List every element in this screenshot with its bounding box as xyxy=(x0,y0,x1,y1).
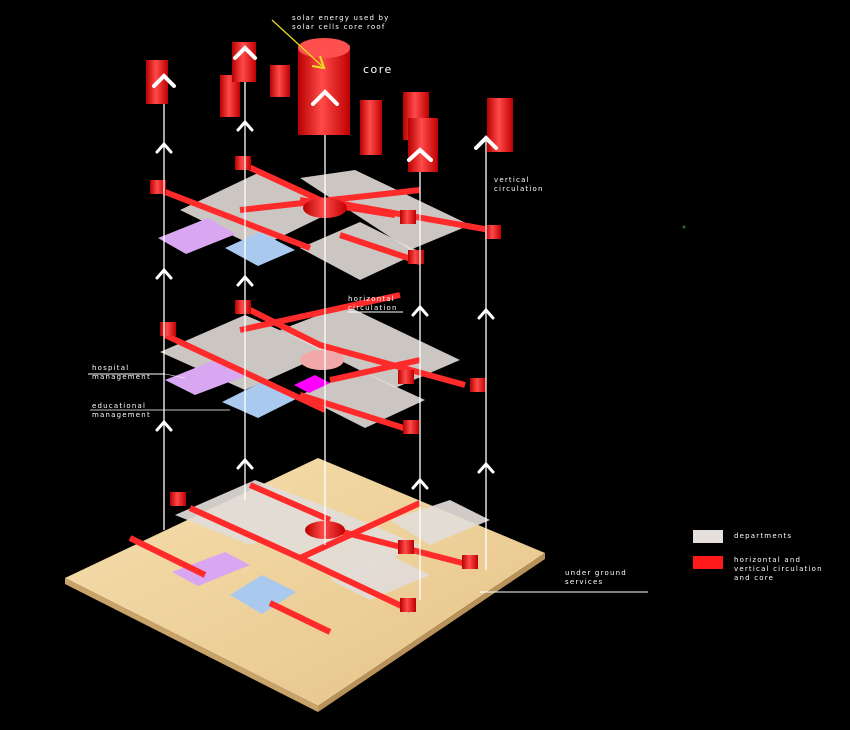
up-arrow-icon xyxy=(407,147,433,162)
up-arrow-icon xyxy=(152,73,176,88)
vertical-circulation-node xyxy=(170,492,186,506)
educational-zone xyxy=(222,382,298,418)
horizontal-circulation-label: Horizontal circulation xyxy=(348,295,398,313)
roof-arrows xyxy=(152,45,498,162)
hospital-label: Hospital management xyxy=(92,364,151,382)
vertical-circulation-node xyxy=(470,378,486,392)
underground-label: Under ground services xyxy=(565,569,627,587)
legend-circulation-line2: vertical circulation xyxy=(734,565,823,573)
magenta-zone xyxy=(294,375,330,393)
vertical-label-line2: circulation xyxy=(494,185,544,193)
hospital-label-line2: management xyxy=(92,373,151,381)
educational-label: Educational management xyxy=(92,402,151,420)
legend-label-circulation: Horizontal and vertical circulation and … xyxy=(734,556,823,583)
leader-lines xyxy=(88,311,648,593)
educational-zone xyxy=(230,575,296,614)
educational-label-line1: Educational xyxy=(92,402,147,410)
up-arrow-icon xyxy=(477,307,495,320)
legend-swatch-departments xyxy=(693,530,723,543)
up-arrow-icon xyxy=(155,267,173,280)
up-arrow-icon xyxy=(236,274,254,287)
up-arrows xyxy=(155,119,495,490)
green-dot xyxy=(682,225,686,229)
vertical-circulation-node xyxy=(400,210,416,224)
up-arrow-icon xyxy=(477,461,495,474)
vertical-circulation-node xyxy=(408,250,424,264)
solar-arrow-icon xyxy=(311,55,326,70)
solar-arrow-line xyxy=(271,19,323,67)
underground-label-line1: Under ground xyxy=(565,569,627,577)
solar-label-line2: solar cells core roof xyxy=(292,23,386,31)
vertical-circulation-node xyxy=(235,300,251,314)
core-tower-top xyxy=(298,38,350,58)
educational-zone xyxy=(225,232,295,266)
ground-plane-edge xyxy=(318,553,545,712)
solar-pointer xyxy=(271,19,326,70)
up-arrow-icon xyxy=(411,304,429,317)
tower xyxy=(270,65,290,97)
department-slab xyxy=(300,370,425,428)
hospital-label-line1: Hospital xyxy=(92,364,130,372)
department-slab xyxy=(300,222,420,280)
tower xyxy=(220,75,240,117)
up-arrow-icon xyxy=(311,89,339,106)
ground-plane-edge xyxy=(65,578,318,712)
legend-label-departments: Departments xyxy=(734,532,793,540)
vertical-circulation-node xyxy=(398,370,414,384)
department-slab xyxy=(175,480,330,545)
floor-top xyxy=(150,156,501,280)
vertical-circulation-label: Vertical circulation xyxy=(494,176,544,194)
vertical-circulation-node xyxy=(485,225,501,239)
legend-circulation-line3: and core xyxy=(734,574,775,582)
up-arrow-icon xyxy=(155,419,173,432)
hospital-zone xyxy=(172,552,250,586)
core-cylinder xyxy=(300,350,344,370)
up-arrow-icon xyxy=(411,477,429,490)
educational-label-line2: management xyxy=(92,411,151,419)
department-slab xyxy=(330,555,430,600)
vertical-circulation-node xyxy=(150,180,166,194)
vertical-circulation-node xyxy=(398,540,414,554)
vertical-circulation-node xyxy=(160,322,176,336)
tower xyxy=(360,100,382,155)
vertical-label-line1: Vertical xyxy=(494,176,530,184)
horizontal-label-line1: Horizontal xyxy=(348,295,395,303)
hospital-zone xyxy=(165,360,245,395)
up-arrow-icon xyxy=(155,141,173,154)
vertical-circulation-node xyxy=(235,156,251,170)
department-slab xyxy=(390,500,490,545)
up-arrow-icon xyxy=(233,45,257,60)
vertical-circulation-lines xyxy=(163,60,487,600)
leader-hospital-ext xyxy=(164,373,186,379)
up-arrow-icon xyxy=(236,457,254,470)
horizontal-circulation xyxy=(128,482,471,635)
floor-middle xyxy=(160,292,486,434)
legend-circulation-line1: Horizontal and xyxy=(734,556,802,564)
up-arrow-icon xyxy=(236,119,254,132)
solar-label-line1: Solar energy used by xyxy=(292,14,390,22)
vertical-circulation-node xyxy=(400,598,416,612)
solar-label: Solar energy used by solar cells core ro… xyxy=(292,14,390,32)
ground-plane xyxy=(65,458,545,706)
hospital-zone xyxy=(158,218,236,254)
roof-towers xyxy=(146,38,513,172)
up-arrow-icon xyxy=(474,135,498,150)
legend-swatch-circulation xyxy=(693,556,723,569)
horizontal-label-line2: circulation xyxy=(348,304,398,312)
underground-label-line2: services xyxy=(565,578,604,586)
core-label: Core xyxy=(363,63,393,76)
vertical-circulation-node xyxy=(403,420,419,434)
tower xyxy=(408,118,438,172)
core-tower xyxy=(298,45,350,135)
vertical-circulation-node xyxy=(462,555,478,569)
